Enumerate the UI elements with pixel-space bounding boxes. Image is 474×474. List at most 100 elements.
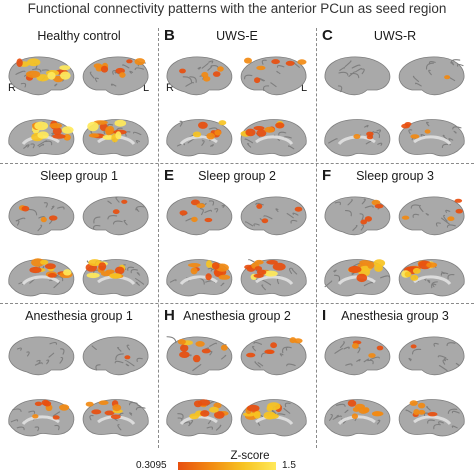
sulcus-line — [283, 407, 291, 414]
activation-cluster — [368, 353, 376, 358]
figure-title: Functional connectivity patterns with th… — [27, 1, 447, 16]
activation-cluster — [455, 208, 463, 214]
sulcus-line — [37, 224, 43, 232]
corpus-callosum — [179, 275, 218, 286]
sulcus-line — [135, 281, 140, 286]
sulcus-line — [405, 409, 413, 414]
sulcus-line — [117, 346, 122, 352]
activation-cluster — [88, 133, 100, 138]
activation-cluster — [256, 65, 266, 71]
sulcus-line — [276, 70, 281, 75]
activation-cluster — [16, 58, 23, 67]
brain-lateral-left — [82, 56, 149, 96]
activation-cluster — [270, 342, 277, 349]
sulcus-line — [443, 214, 448, 222]
panel-label: H — [164, 307, 175, 324]
sulcus-line — [418, 205, 424, 213]
sulcus-line — [182, 76, 193, 83]
sulcus-line — [284, 402, 291, 408]
activation-cluster — [364, 216, 372, 222]
sulcus-line — [210, 144, 214, 147]
sulcus-line — [89, 71, 95, 79]
activation-cluster — [36, 74, 50, 82]
sulcus-line — [432, 283, 437, 288]
activation-cluster — [179, 210, 188, 216]
activation-cluster — [401, 123, 410, 129]
activation-cluster — [190, 199, 200, 206]
brain-medial-right — [324, 119, 391, 157]
sulcus-line — [364, 205, 374, 209]
sulcus-line — [278, 131, 287, 136]
sulcus-line — [285, 346, 292, 351]
sulcus-line — [334, 201, 341, 206]
activation-cluster — [447, 216, 455, 221]
activation-cluster — [52, 127, 62, 136]
sulcus-line — [112, 220, 123, 225]
sulcus-line — [34, 426, 40, 432]
sulcus-line — [286, 363, 296, 367]
sulcus-line — [36, 359, 41, 364]
sulcus-line — [435, 222, 441, 227]
activation-cluster — [372, 411, 384, 417]
sulcus-line — [286, 212, 294, 219]
activation-cluster — [206, 132, 215, 140]
colorbar-min-label: 0.3095 — [136, 460, 167, 471]
sulcus-line — [261, 59, 267, 65]
sulcus-line — [270, 82, 277, 88]
sulcus-line — [252, 346, 256, 352]
activation-cluster — [254, 266, 263, 271]
activation-cluster — [401, 215, 410, 220]
sulcus-line — [32, 68, 42, 73]
activation-cluster — [98, 262, 107, 271]
activation-cluster — [104, 410, 115, 416]
sulcus-line — [359, 213, 364, 221]
activation-cluster — [256, 269, 267, 276]
activation-cluster — [417, 409, 426, 415]
divider-horizontal-2 — [0, 303, 474, 304]
sulcus-line — [207, 65, 213, 71]
sulcus-line — [431, 281, 438, 289]
sulcus-line — [27, 208, 38, 216]
activation-cluster — [47, 71, 56, 80]
activation-cluster — [254, 259, 264, 265]
activation-cluster — [21, 205, 30, 212]
sulcus-line — [441, 217, 450, 225]
activation-cluster — [32, 414, 39, 419]
sulcus-line — [192, 363, 202, 372]
corpus-callosum — [413, 415, 452, 426]
sulcus-line — [122, 64, 130, 69]
sulcus-line — [415, 82, 422, 87]
cortex-surface — [166, 56, 233, 96]
activation-cluster — [256, 203, 263, 209]
sulcus-line — [177, 413, 184, 419]
activation-cluster — [253, 411, 261, 419]
sulcus-line — [339, 341, 345, 349]
sulcus-line — [179, 120, 183, 127]
divider-horizontal-1 — [0, 163, 474, 164]
sulcus-line — [428, 69, 432, 76]
activation-cluster — [37, 131, 49, 139]
sulcus-line — [288, 145, 295, 150]
activation-cluster — [266, 260, 278, 265]
sulcus-line — [380, 275, 390, 279]
activation-cluster — [198, 121, 208, 129]
activation-cluster — [105, 126, 113, 136]
sulcus-line — [279, 353, 284, 357]
sulcus-line — [363, 358, 370, 363]
activation-cluster — [253, 126, 265, 131]
sulcus-line — [30, 143, 35, 149]
sulcus-line — [408, 129, 413, 135]
activation-cluster — [188, 263, 201, 268]
activation-cluster — [246, 404, 260, 412]
brain-lateral-left — [398, 56, 465, 96]
sulcus-line — [263, 215, 273, 220]
sulcus-line — [136, 357, 143, 363]
activation-cluster — [261, 218, 269, 224]
activation-cluster — [59, 404, 70, 411]
sulcus-line — [207, 267, 213, 272]
sulcus-line — [135, 205, 145, 211]
sulcus-line — [427, 279, 431, 284]
activation-cluster — [444, 75, 451, 80]
sulcus-line — [412, 213, 420, 218]
activation-cluster — [220, 344, 228, 351]
